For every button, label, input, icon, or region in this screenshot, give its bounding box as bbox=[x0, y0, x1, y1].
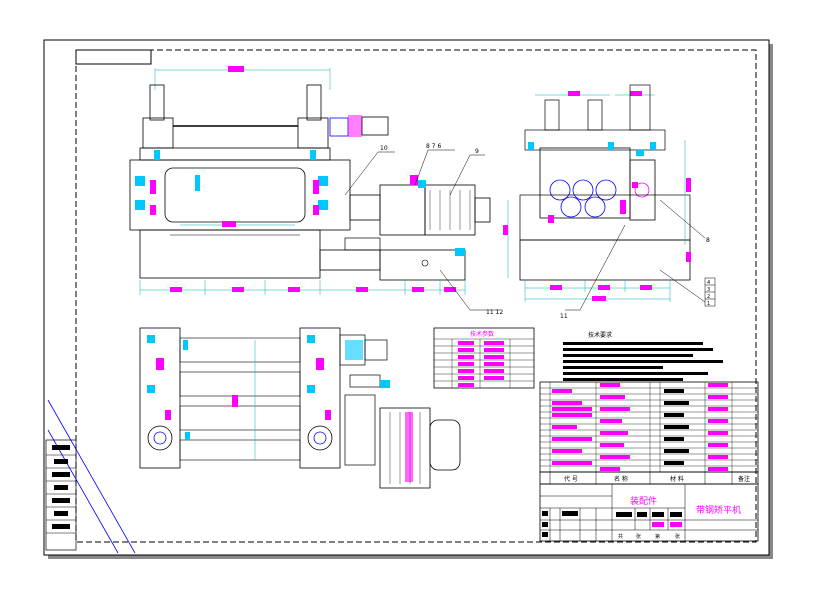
top-view bbox=[139, 327, 461, 489]
sheet-c: 第 bbox=[655, 533, 660, 540]
inner-border bbox=[75, 49, 757, 543]
callout-10: 10 bbox=[380, 145, 388, 152]
left-form-table bbox=[45, 439, 77, 551]
callout-stack: 4 3 2 1 bbox=[704, 277, 716, 307]
callout-9: 9 bbox=[475, 148, 479, 155]
front-view: 10 8 7 6 9 11 12 bbox=[129, 66, 503, 316]
sheet-b: 张 bbox=[636, 533, 641, 540]
sheet-a: 共 bbox=[618, 533, 623, 540]
callout-bottom: 11 12 bbox=[486, 309, 503, 316]
tech-title: 技术要求 bbox=[588, 331, 612, 339]
title-block: 装配件 带钢矫平机 共 张 第 张 bbox=[539, 483, 759, 542]
stack-label-3: 1 bbox=[707, 301, 710, 307]
stack-label-0: 4 bbox=[707, 280, 710, 286]
part-type: 装配件 bbox=[630, 495, 657, 507]
bom-header-code: 代 号 bbox=[564, 475, 578, 483]
bom-header-name: 名 称 bbox=[614, 475, 628, 483]
callout-11: 11 bbox=[560, 313, 568, 320]
left-diagonals bbox=[47, 399, 136, 554]
callout-group: 8 7 6 bbox=[426, 143, 441, 150]
param-table: 技术参数 bbox=[433, 327, 535, 389]
machine-name: 带钢矫平机 bbox=[696, 504, 741, 516]
tech-requirements: 技术要求 bbox=[563, 331, 723, 381]
side-view: 8 11 4 3 2 1 bbox=[503, 84, 716, 320]
stack-label-1: 3 bbox=[707, 287, 710, 293]
callout-right: 8 bbox=[706, 237, 710, 244]
stack-label-2: 2 bbox=[707, 294, 710, 300]
bom-header-material: 材 料 bbox=[670, 475, 684, 483]
bom-table: 代 号 名 称 材 料 备注 bbox=[539, 381, 759, 485]
sheet-d: 张 bbox=[675, 533, 680, 540]
corner-box bbox=[75, 49, 152, 65]
param-table-title: 技术参数 bbox=[470, 330, 494, 338]
bom-header-remark: 备注 bbox=[738, 475, 750, 483]
